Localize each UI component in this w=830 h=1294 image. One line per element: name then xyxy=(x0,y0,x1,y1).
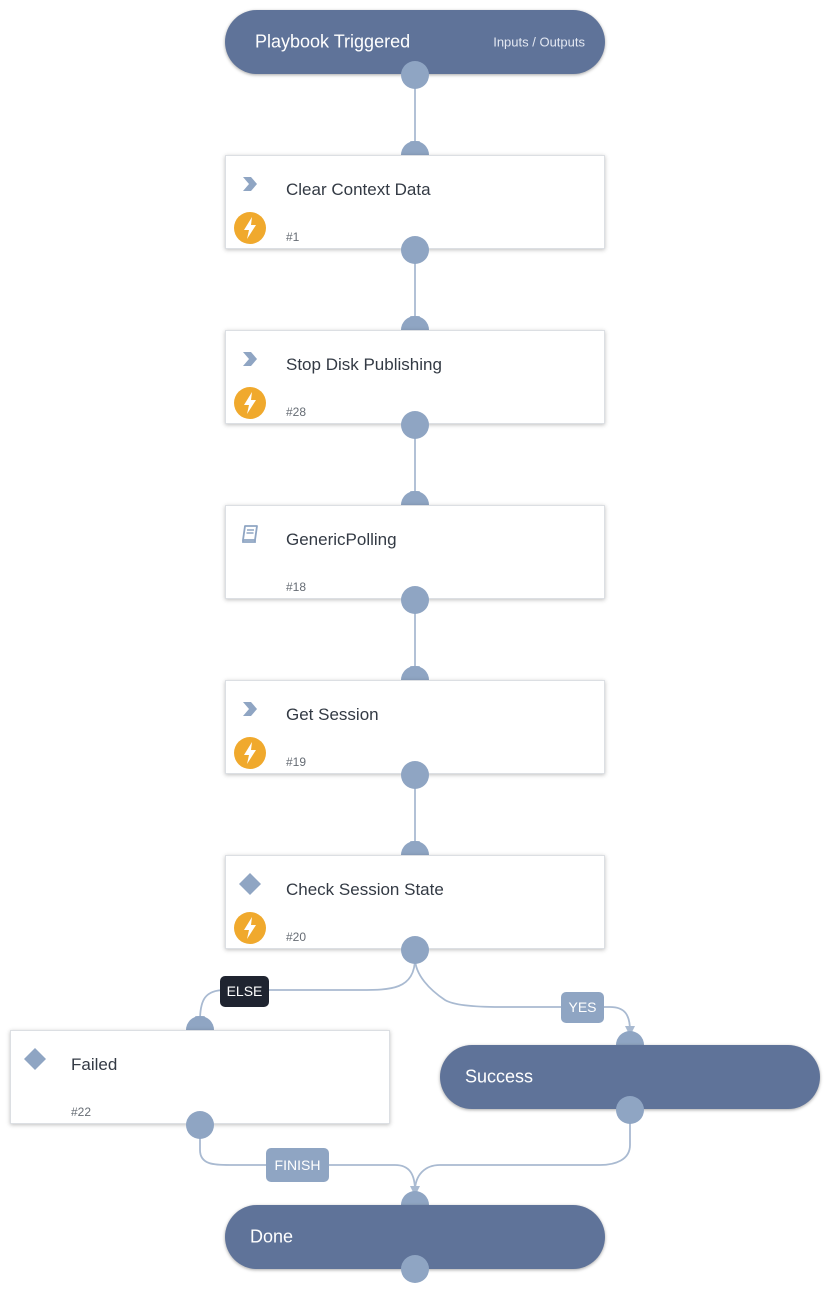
command-chevron-icon xyxy=(243,352,257,366)
output-port[interactable] xyxy=(186,1111,214,1139)
task-number: #28 xyxy=(286,405,307,419)
automation-bolt-icon xyxy=(234,387,266,419)
output-port[interactable] xyxy=(401,411,429,439)
else-branch-label[interactable]: ELSE xyxy=(220,976,269,1007)
inputs-outputs-link[interactable]: Inputs / Outputs xyxy=(493,34,585,50)
edge-20-yes xyxy=(414,957,635,1036)
automation-bolt-icon xyxy=(234,737,266,769)
task-card-get-session[interactable]: Get Session #19 xyxy=(225,680,605,774)
output-port[interactable] xyxy=(401,61,429,89)
output-port[interactable] xyxy=(401,761,429,789)
task-title: GenericPolling xyxy=(286,530,397,549)
command-chevron-icon xyxy=(243,177,257,191)
task-card-clear-context-data[interactable]: Clear Context Data #1 xyxy=(225,155,605,249)
playbook-triggered-node[interactable]: Playbook Triggered Inputs / Outputs xyxy=(225,10,605,74)
edge-failed-finish xyxy=(199,1132,420,1196)
condition-diamond-icon xyxy=(24,1048,46,1070)
condition-diamond-icon xyxy=(239,873,261,895)
task-number: #1 xyxy=(286,230,300,244)
finish-branch-label[interactable]: FINISH xyxy=(266,1148,329,1182)
output-port[interactable] xyxy=(401,936,429,964)
command-chevron-icon xyxy=(243,702,257,716)
task-number: #18 xyxy=(286,580,307,594)
output-port[interactable] xyxy=(401,236,429,264)
automation-bolt-icon xyxy=(234,212,266,244)
edge-success-finish xyxy=(414,1117,631,1192)
task-card-stop-disk-publishing[interactable]: Stop Disk Publishing #28 xyxy=(225,330,605,424)
start-title: Playbook Triggered xyxy=(255,31,411,52)
task-card-failed[interactable]: Failed #22 xyxy=(10,1030,390,1124)
edge-20-else xyxy=(195,957,416,1026)
yes-branch-label[interactable]: YES xyxy=(561,992,604,1023)
output-port[interactable] xyxy=(401,1255,429,1283)
automation-bolt-icon xyxy=(234,912,266,944)
task-title: Clear Context Data xyxy=(286,180,431,199)
task-number: #19 xyxy=(286,755,307,769)
task-card-genericpolling[interactable]: GenericPolling #18 xyxy=(225,505,605,599)
task-title: Failed xyxy=(71,1055,118,1074)
task-title: Check Session State xyxy=(286,880,444,899)
output-port[interactable] xyxy=(401,586,429,614)
task-card-check-session-state[interactable]: Check Session State #20 xyxy=(225,855,605,949)
task-number: #22 xyxy=(71,1105,92,1119)
output-port[interactable] xyxy=(616,1096,644,1124)
task-number: #20 xyxy=(286,930,307,944)
done-title: Done xyxy=(250,1226,294,1247)
task-title: Get Session xyxy=(286,705,379,724)
playbook-book-icon xyxy=(242,525,258,543)
task-title: Stop Disk Publishing xyxy=(286,355,442,374)
success-title: Success xyxy=(465,1066,534,1087)
